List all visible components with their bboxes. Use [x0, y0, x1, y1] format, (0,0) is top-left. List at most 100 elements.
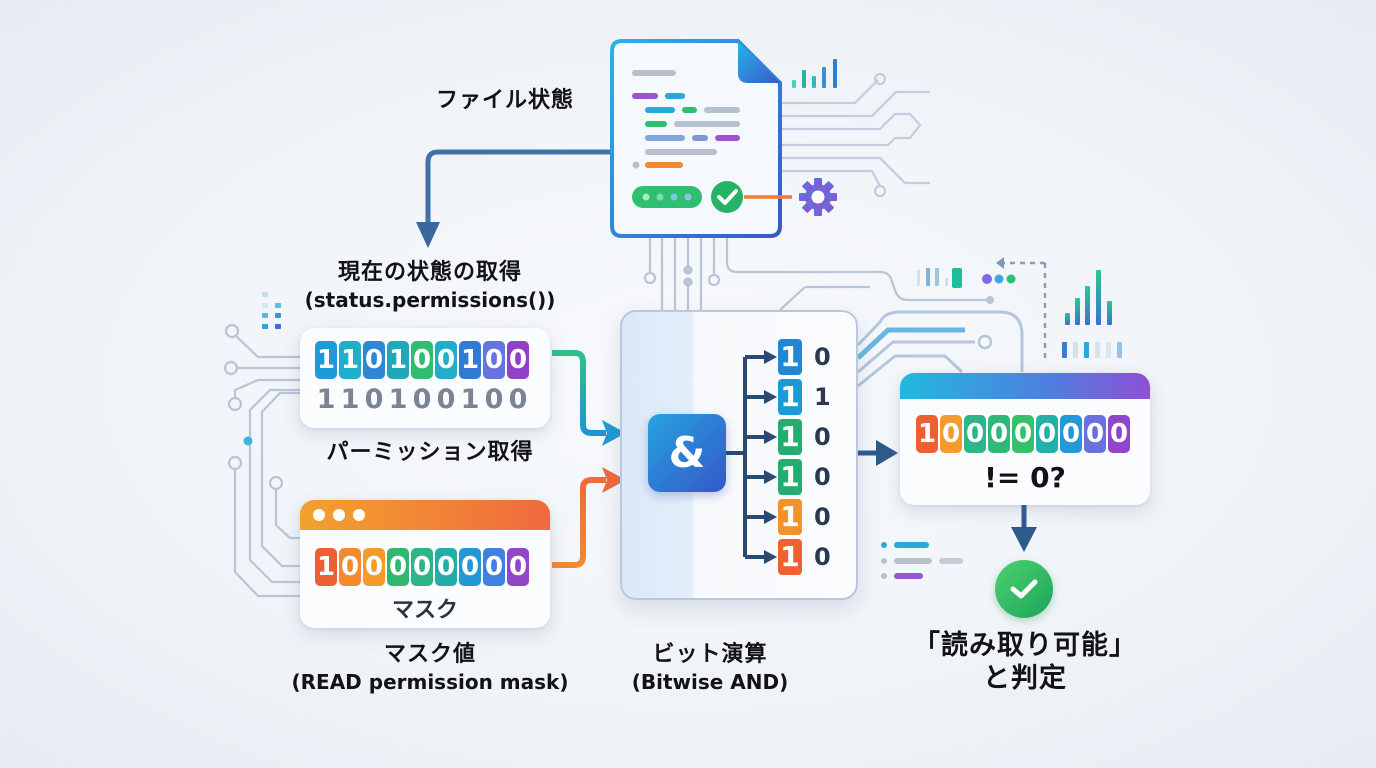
- status-bit: 0: [411, 341, 433, 379]
- and-branch-connector: [726, 350, 777, 564]
- status-title: 現在の状態の取得: [337, 260, 522, 285]
- bar-chart-top: [792, 59, 837, 88]
- status-subtitle: (status.permissions()): [304, 288, 556, 313]
- window-dot: [313, 509, 325, 521]
- mask-card-titlebar: [300, 500, 550, 530]
- and-output-bit: 1: [814, 383, 831, 411]
- file-state-arrow: [425, 149, 612, 225]
- window-dot: [333, 509, 345, 521]
- result-bit: 0: [1036, 415, 1058, 453]
- status-plain-bit: 0: [364, 384, 384, 415]
- bar-chart-right: [1062, 270, 1122, 358]
- gear-icon: [799, 178, 837, 216]
- condition-text: != 0?: [984, 461, 1066, 494]
- status-to-and-arrow: [552, 350, 606, 436]
- operation-title: ビット演算: [652, 642, 768, 667]
- mask-bit: 1: [315, 548, 337, 586]
- and-output-bit: 0: [814, 543, 831, 571]
- result-bit: 0: [964, 415, 986, 453]
- result-card-titlebar: [900, 373, 1150, 399]
- status-plain-bit: 1: [316, 384, 336, 415]
- and-input-bit: 1: [778, 419, 802, 455]
- mask-subtitle: (READ permission mask): [291, 670, 569, 695]
- status-heading: 現在の状態の取得 (status.permissions()): [290, 260, 570, 312]
- status-plain-bit: 0: [436, 384, 456, 415]
- and-output-bit: 0: [814, 503, 831, 531]
- permission-caption-text: パーミッション取得: [326, 440, 534, 465]
- status-bit: 1: [315, 341, 337, 379]
- mask-bit: 0: [339, 548, 361, 586]
- file-state-label: ファイル状態: [420, 88, 590, 113]
- mask-bit: 0: [387, 548, 409, 586]
- result-bit: 0: [1060, 415, 1082, 453]
- result-bit: 0: [1108, 415, 1130, 453]
- status-bit: 0: [435, 341, 457, 379]
- mask-bit: 0: [363, 548, 385, 586]
- window-dot: [353, 509, 365, 521]
- and-input-bit: 1: [778, 339, 802, 375]
- file-bottom-traces: [643, 235, 990, 311]
- list-decoration: [881, 542, 963, 579]
- circuit-node: [243, 436, 253, 446]
- status-bit: 1: [387, 341, 409, 379]
- status-plain-bit: 1: [340, 384, 360, 415]
- status-plain-bit: 0: [412, 384, 432, 415]
- right-circuit-traces: [856, 310, 1024, 388]
- and-input-bit: 1: [778, 539, 802, 575]
- result-bit: 1: [916, 415, 938, 453]
- and-input-bit: 1: [778, 459, 802, 495]
- result-bit: 0: [1012, 415, 1034, 453]
- status-bit: 0: [507, 341, 529, 379]
- status-plain-bit: 0: [508, 384, 528, 415]
- mask-title: マスク値: [383, 642, 476, 667]
- permission-caption: パーミッション取得: [290, 440, 570, 465]
- status-bit: 1: [459, 341, 481, 379]
- status-bit: 1: [339, 341, 361, 379]
- mask-bit: 0: [483, 548, 505, 586]
- pixel-dots-left: [262, 292, 281, 329]
- verdict-line1: 「読み取り可能」: [913, 630, 1137, 661]
- result-bit: 0: [940, 415, 962, 453]
- status-bit: 0: [363, 341, 385, 379]
- and-output-bit: 0: [814, 423, 831, 451]
- left-circuit-traces: [223, 323, 300, 598]
- result-bit: 0: [988, 415, 1010, 453]
- status-plain-bit: 1: [388, 384, 408, 415]
- mask-to-and-arrow: [552, 477, 606, 568]
- operation-subtitle: (Bitwise AND): [631, 670, 789, 695]
- and-output-bit: 0: [814, 343, 831, 371]
- status-bit: 0: [483, 341, 505, 379]
- operation-heading: ビット演算 (Bitwise AND): [610, 642, 810, 694]
- mask-bit: 0: [459, 548, 481, 586]
- and-input-bit: 1: [778, 379, 802, 415]
- mask-bit: 0: [411, 548, 433, 586]
- and-output-bit: 0: [814, 463, 831, 491]
- mask-bit: 0: [507, 548, 529, 586]
- check-circle-icon: [995, 560, 1053, 618]
- status-plain-bit: 0: [484, 384, 504, 415]
- top-right-circuit: [765, 72, 930, 198]
- verdict-line2: と判定: [983, 663, 1067, 695]
- result-bit: 0: [1084, 415, 1106, 453]
- status-plain-bit: 1: [460, 384, 480, 415]
- mini-bar-chart-top: [917, 268, 1016, 288]
- file-state-text: ファイル状態: [435, 88, 574, 113]
- mask-heading: マスク値 (READ permission mask): [270, 642, 590, 694]
- verdict-heading: 「読み取り可能」 と判定: [900, 630, 1150, 694]
- and-input-bit: 1: [778, 499, 802, 535]
